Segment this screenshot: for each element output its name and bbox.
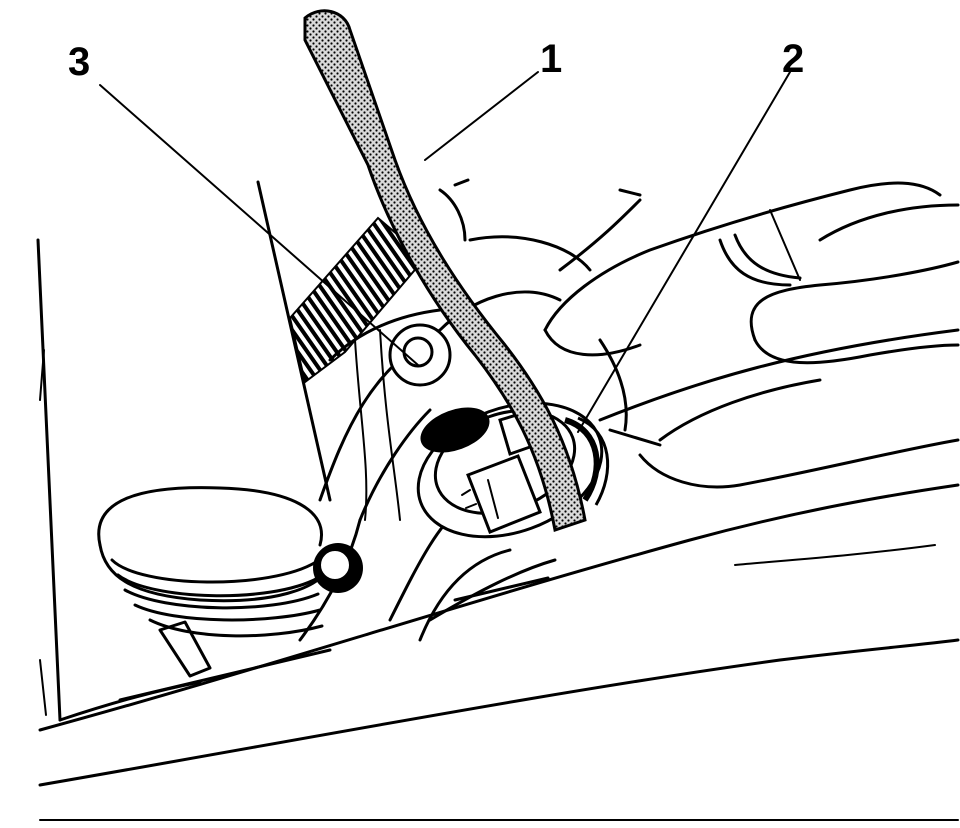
shock-boot: [97, 486, 332, 638]
upper-bolt: [388, 323, 452, 387]
removal-tool: [303, 9, 587, 532]
lower-mount-bracket: [118, 620, 332, 702]
control-arm: [38, 483, 960, 821]
frame-rail: [438, 178, 960, 489]
leader-lines: [99, 71, 791, 433]
leader-line-3: [99, 84, 419, 366]
callout-1: 1: [540, 37, 562, 81]
lower-bolt: [313, 543, 363, 593]
callout-3: 3: [68, 40, 90, 84]
leader-line-2: [577, 71, 791, 433]
shock-absorber-body: [36, 180, 332, 722]
coil-spring: [288, 216, 427, 384]
retaining-ring: [564, 416, 610, 506]
leader-line-1: [424, 71, 539, 161]
callout-2: 2: [782, 37, 804, 81]
